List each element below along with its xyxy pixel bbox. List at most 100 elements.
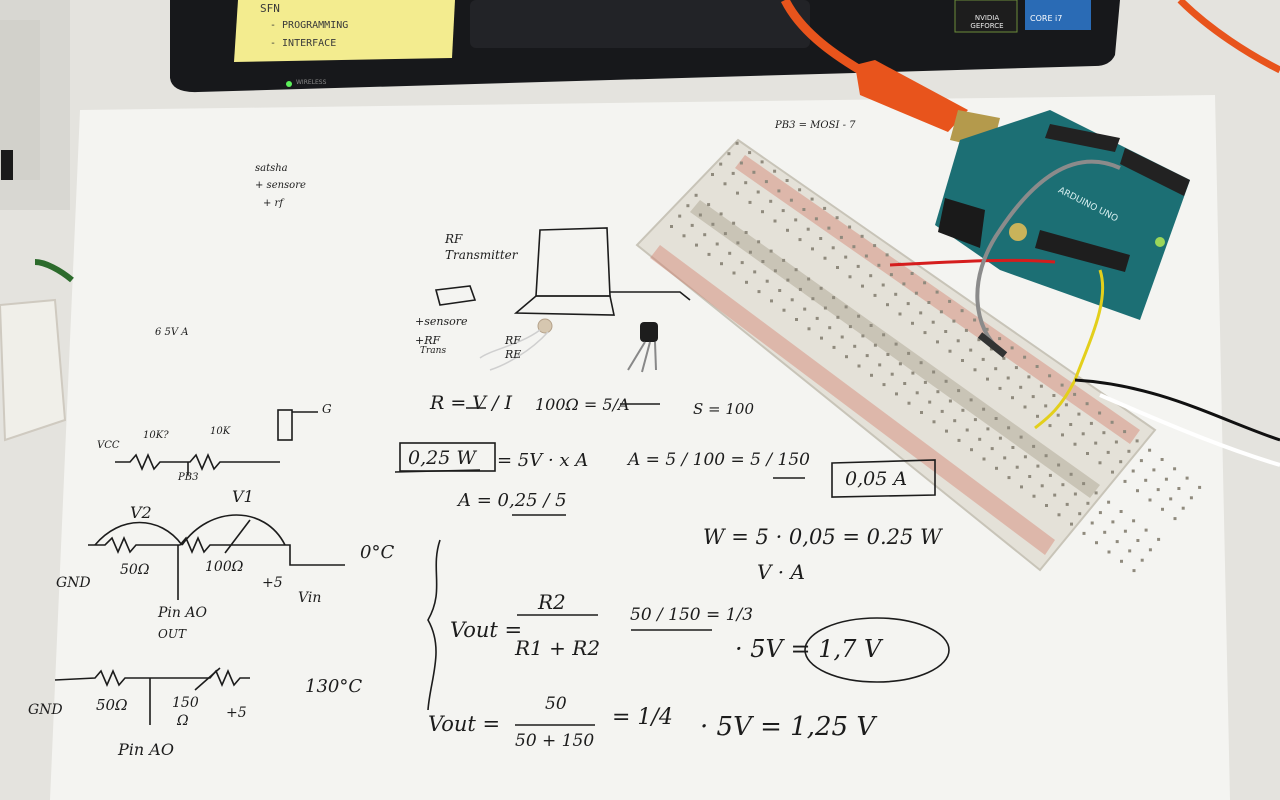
breadboard-hole — [890, 372, 894, 376]
breadboard-hole — [1032, 494, 1036, 498]
breadboard-hole — [1089, 421, 1093, 425]
breadboard-hole — [1177, 487, 1181, 490]
breadboard-hole — [920, 411, 923, 414]
breadboard-hole — [827, 226, 831, 230]
breadboard-hole — [1164, 477, 1168, 481]
breadboard-hole — [1082, 531, 1086, 535]
breadboard-hole — [1073, 492, 1077, 496]
breadboard-hole — [773, 169, 777, 173]
breadboard-hole — [1111, 470, 1114, 474]
todo-line-1: satsha — [255, 163, 288, 174]
breadboard-icon — [635, 138, 1157, 572]
breadboard-hole — [1053, 493, 1057, 497]
breadboard-hole — [994, 417, 998, 420]
breadboard-hole — [778, 289, 782, 292]
breadboard-hole — [1073, 392, 1077, 396]
breadboard-hole — [936, 390, 940, 394]
breadboard-hole — [744, 181, 748, 185]
breadboard-hole — [1102, 431, 1106, 435]
breadboard-hole — [882, 333, 886, 337]
hand-sketch-laptop — [434, 227, 691, 316]
breadboard-hole — [839, 235, 843, 239]
schem-temp-0: 0°C — [360, 542, 395, 563]
breadboard-hole — [703, 233, 707, 237]
breadboard-hole — [1107, 550, 1111, 554]
breadboard-hole — [823, 256, 827, 260]
breadboard-hole — [695, 243, 698, 247]
breadboard-hole — [1106, 450, 1110, 454]
breadboard-hole — [882, 383, 886, 387]
breadboard-hole — [739, 161, 743, 165]
breadboard-hole — [870, 373, 873, 377]
breadboard-hole — [1169, 497, 1173, 501]
breadboard-hole — [1144, 528, 1148, 532]
schem-100-ohm: 100Ω — [205, 559, 244, 575]
schem-g: G — [322, 402, 332, 416]
breadboard-hole — [735, 141, 739, 145]
breadboard-hole — [885, 253, 889, 257]
breadboard-hole — [894, 342, 898, 346]
power-boxed: 0,25 W — [408, 447, 476, 469]
breadboard-hole — [865, 354, 869, 358]
breadboard-hole — [969, 398, 973, 402]
breadboard-hole — [1086, 452, 1089, 455]
breadboard-hole — [1103, 530, 1107, 534]
breadboard-hole — [810, 197, 814, 201]
schem-omega: Ω — [177, 713, 189, 729]
breadboard-hole — [732, 221, 736, 225]
breadboard-hole — [1045, 504, 1048, 507]
breadboard-hole — [957, 438, 961, 442]
breadboard-hole — [989, 347, 993, 351]
breadboard-hole — [832, 345, 836, 349]
breadboard-hole — [781, 209, 785, 213]
breadboard-hole — [1060, 383, 1064, 387]
breadboard-hole — [932, 420, 936, 424]
breadboard-hole — [898, 312, 902, 316]
vout2-mid: = 1/4 — [612, 705, 673, 730]
breadboard-hole — [856, 264, 860, 268]
breadboard-hole — [923, 331, 927, 335]
breadboard-hole — [1119, 510, 1123, 513]
schem-pin-ao: Pin AO — [158, 605, 207, 621]
breadboard-hole — [1098, 411, 1102, 415]
vout-mid: 50 / 150 = 1/3 — [630, 605, 754, 625]
breadboard-hole — [935, 290, 939, 294]
breadboard-hole — [1120, 559, 1123, 563]
breadboard-hole — [723, 182, 727, 186]
breadboard-hole — [1090, 521, 1094, 525]
rf-label-2: Transmitter — [445, 248, 518, 262]
breadboard-hole — [707, 203, 711, 207]
breadboard-hole — [852, 245, 856, 249]
breadboard-hole — [973, 368, 977, 372]
breadboard-hole — [1156, 488, 1160, 492]
breadboard-hole — [736, 191, 739, 195]
schem-plus5-2: +5 — [226, 705, 247, 721]
breadboard-hole — [939, 310, 943, 314]
va-label: V · A — [757, 560, 805, 584]
schem-50-ohm: 50Ω — [120, 562, 150, 578]
rf-trans-1: +RF — [415, 334, 441, 347]
breadboard-hole — [910, 272, 914, 275]
breadboard-hole — [982, 407, 986, 411]
breadboard-hole — [1061, 433, 1064, 437]
breadboard-hole — [1056, 413, 1060, 417]
breadboard-hole — [670, 225, 673, 228]
schem-temp-130: 130°C — [305, 676, 363, 697]
breadboard-hole — [1152, 468, 1156, 472]
breadboard-hole — [1003, 456, 1007, 460]
breadboard-hole — [798, 188, 802, 192]
breadboard-hole — [1048, 424, 1052, 428]
breadboard-hole — [764, 180, 768, 184]
breadboard-hole — [1119, 460, 1123, 464]
breadboard-hole — [819, 286, 823, 290]
breadboard-hole — [998, 337, 1002, 341]
breadboard-hole — [719, 162, 723, 166]
breadboard-hole — [973, 318, 977, 322]
breadboard-hole — [940, 409, 944, 413]
breadboard-hole — [1023, 455, 1027, 459]
breadboard-hole — [1094, 441, 1098, 445]
breadboard-hole — [1044, 454, 1048, 458]
breadboard-hole — [998, 386, 1002, 390]
breadboard-hole — [1077, 412, 1081, 416]
breadboard-hole — [698, 213, 702, 217]
